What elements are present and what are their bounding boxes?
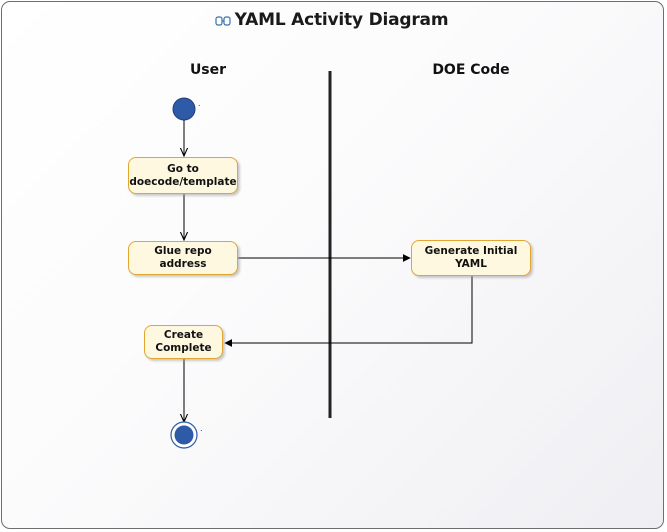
diagram-title-bar: YAML Activity Diagram [0, 8, 663, 32]
initial-node-dot: . [198, 99, 201, 108]
action-create-complete[interactable]: Create Complete [144, 325, 223, 359]
activity-diagram-icon [215, 13, 232, 27]
action-glue-repo-address[interactable]: Glue repo address [128, 241, 238, 275]
action-go-to-doecode-template[interactable]: Go to doecode/template [128, 157, 238, 194]
diagram-title: YAML Activity Diagram [234, 10, 449, 30]
flow-generate-to-create [224, 276, 473, 347]
final-node [170, 421, 198, 449]
final-node-dot: . [200, 424, 203, 433]
lane-header-doe-code: DOE Code [432, 62, 510, 78]
initial-node [172, 97, 196, 121]
lane-header-user: User [189, 62, 227, 78]
action-generate-initial-yaml[interactable]: Generate Initial YAML [411, 240, 531, 276]
